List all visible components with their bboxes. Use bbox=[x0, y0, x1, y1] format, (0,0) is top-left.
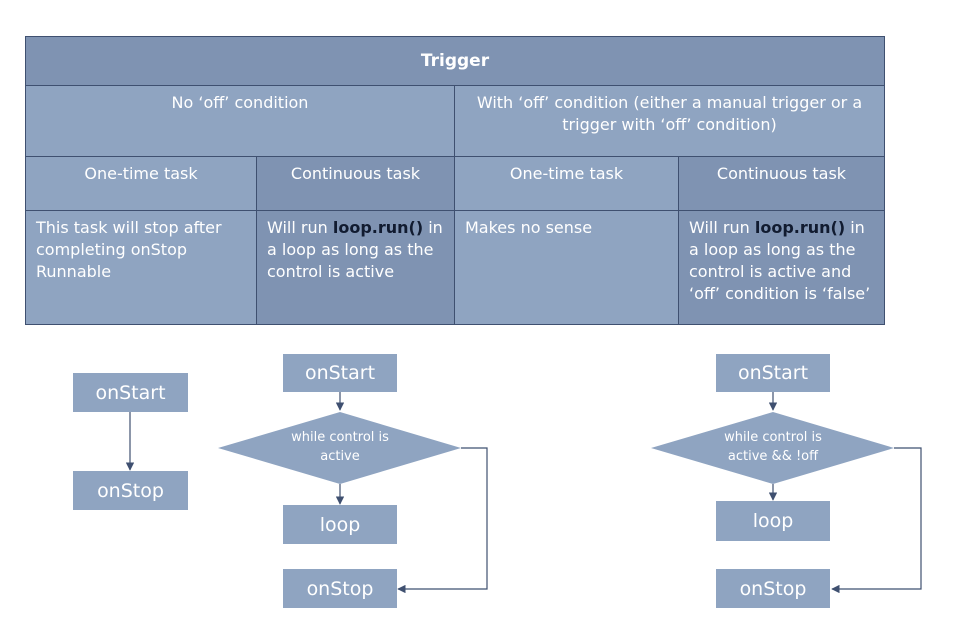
code-loop-run: loop.run() bbox=[754, 218, 846, 237]
flow3-loop-box: loop bbox=[716, 501, 830, 541]
condition-diamond-3 bbox=[651, 412, 894, 484]
flow3-onstop-box: onStop bbox=[716, 569, 830, 608]
code-loop-run: loop.run() bbox=[332, 218, 424, 237]
flow3-condition-label: while control is active && !off bbox=[724, 430, 822, 464]
cell-text: Will run bbox=[689, 218, 755, 237]
cell-text: in a loop as long as the control is acti… bbox=[689, 218, 871, 303]
flow3-onstart-box: onStart bbox=[716, 354, 830, 392]
flow1-onstart-box: onStart bbox=[73, 373, 188, 412]
column-header-continuous-2: Continuous task bbox=[678, 156, 885, 211]
group-with-off: With ‘off’ condition (either a manual tr… bbox=[454, 85, 885, 157]
column-header-onetime-1: One-time task bbox=[25, 156, 257, 211]
cell-continuous-with-off: Will run loop.run() in a loop as long as… bbox=[678, 210, 885, 325]
flow2-loop-box: loop bbox=[283, 505, 397, 544]
cell-text: in a loop as long as the control is acti… bbox=[267, 218, 443, 281]
flow2-onstart-box: onStart bbox=[283, 354, 397, 392]
table-title: Trigger bbox=[25, 36, 885, 86]
flow1-onstop-box: onStop bbox=[73, 471, 188, 510]
flow2-condition-label: while control is active bbox=[291, 430, 389, 464]
group-no-off: No ‘off’ condition bbox=[25, 85, 455, 157]
cell-text: Will run bbox=[267, 218, 333, 237]
cell-onetime-no-off: This task will stop after completing onS… bbox=[25, 210, 257, 325]
cell-continuous-no-off: Will run loop.run() in a loop as long as… bbox=[256, 210, 455, 325]
arrow-condition-to-stop-2 bbox=[397, 447, 488, 594]
column-header-continuous-1: Continuous task bbox=[256, 156, 455, 211]
arrow-condition-to-stop-3 bbox=[831, 447, 922, 594]
column-header-onetime-2: One-time task bbox=[454, 156, 679, 211]
condition-diamond-2 bbox=[218, 412, 461, 484]
flow2-onstop-box: onStop bbox=[283, 569, 397, 608]
cell-onetime-with-off: Makes no sense bbox=[454, 210, 679, 325]
